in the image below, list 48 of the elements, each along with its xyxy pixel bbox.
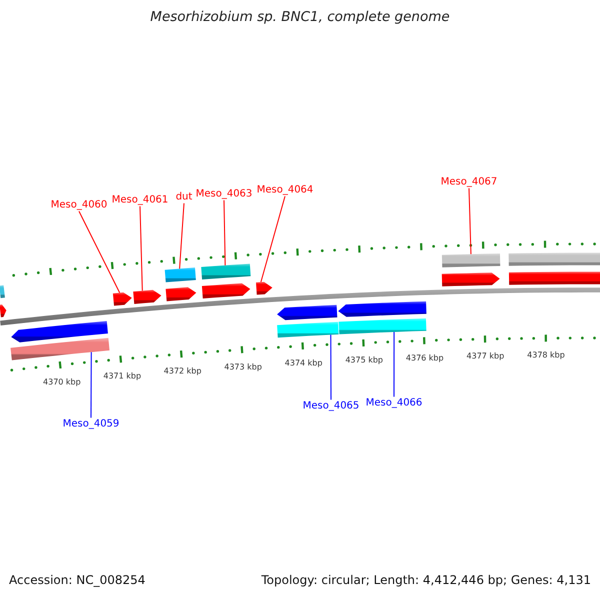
accession-text: Accession: NC_008254 [9, 574, 146, 588]
gene-bar [442, 254, 500, 268]
tick-label: 4372 kbp [164, 366, 202, 376]
leader-line [260, 196, 286, 283]
gene-label: dut [176, 191, 192, 203]
gene-bar [164, 268, 196, 282]
gene-block [202, 283, 250, 298]
gene-label: Meso_4067 [440, 176, 498, 188]
gene-bar [508, 272, 600, 285]
leader-line [140, 206, 143, 292]
gene-block [166, 287, 196, 302]
gene-block [338, 301, 426, 317]
gene-bar [0, 285, 5, 298]
leader-line [224, 200, 226, 266]
gene-bar [338, 318, 426, 334]
gene-block [277, 304, 338, 320]
gene-bar [201, 264, 251, 280]
leader-line [468, 188, 472, 255]
gene-label: Meso_4060 [50, 199, 108, 211]
gene-block [11, 321, 108, 342]
gene-block [133, 290, 162, 304]
gene-bar [508, 252, 600, 266]
tick-label: 4378 kbp [527, 350, 565, 360]
gene-bar [10, 338, 110, 360]
tick-label: 4371 kbp [103, 371, 142, 381]
gene-label: Meso_4064 [256, 184, 314, 196]
gene-label: Meso_4065 [302, 400, 360, 412]
diagram-title: Mesorhizobium sp. BNC1, complete genome [150, 10, 450, 26]
gene-label: Meso_4063 [196, 188, 252, 200]
gene-label: Meso_4066 [366, 397, 422, 409]
tick-label: 4374 kbp [284, 358, 322, 368]
leader-line [394, 331, 395, 398]
gene-label: Meso_4061 [112, 194, 168, 206]
leader-line [179, 202, 184, 270]
genome-summary-text: Topology: circular; Length: 4,412,446 bp; Genes: 4,131 [261, 574, 591, 588]
tick-label: 4377 kbp [466, 351, 504, 361]
tick-label: 4376 kbp [406, 353, 444, 362]
gene-block [112, 292, 132, 306]
tick-label: 4370 kbp [43, 377, 81, 386]
leader-line [330, 334, 332, 400]
gene-block [256, 282, 272, 295]
gene-label: Meso_4059 [62, 418, 120, 430]
gene-block [442, 272, 500, 286]
gene-bar [277, 322, 339, 338]
tick-label: 4373 kbp [224, 362, 262, 372]
gene-block [0, 304, 6, 318]
leader-line [90, 352, 92, 418]
tick-label: 4375 kbp [345, 355, 384, 365]
